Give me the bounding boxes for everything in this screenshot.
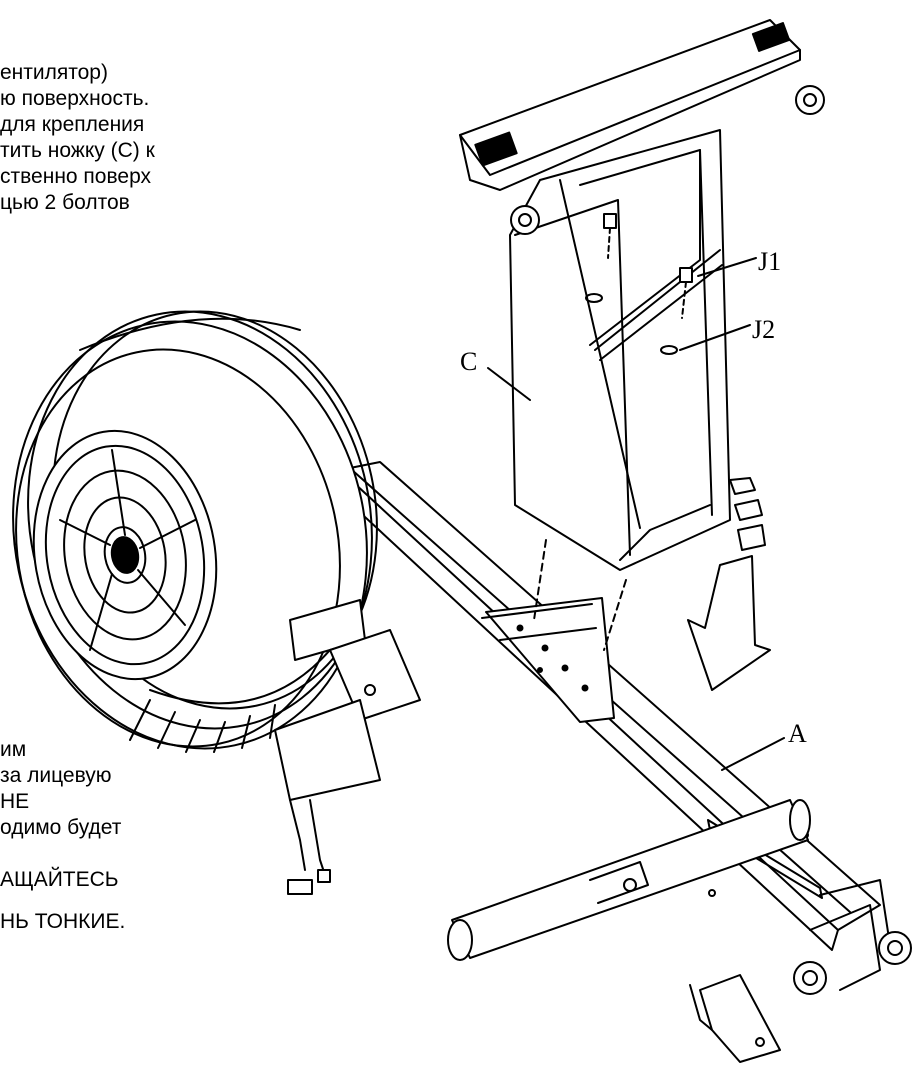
instruction-line: цью 2 болтов [0, 191, 130, 214]
callout-label-a: A [788, 719, 807, 748]
instruction-line: за лицевую [0, 764, 112, 787]
instruction-line: одимо будет [0, 816, 122, 839]
instruction-line: для крепления [0, 113, 145, 136]
instructions-top: ентилятор) ю поверхность. для крепления … [0, 60, 155, 216]
front-stabilizer [447, 799, 811, 961]
fan-housing [12, 310, 378, 753]
fan-bracket [274, 629, 421, 895]
callout-leader-a [721, 737, 785, 771]
main-rail [337, 461, 912, 1063]
instruction-line: НЕ [0, 790, 30, 813]
instruction-line: ентилятор) [0, 61, 108, 84]
instruction-line: ю поверхность. [0, 87, 150, 110]
instruction-line: АЩАЙТЕСЬ [0, 868, 119, 891]
instruction-line: НЬ ТОНКИЕ. [0, 910, 126, 933]
instructions-bottom: им за лицевую НЕ одимо будет АЩАЙТЕСЬ НЬ… [0, 737, 125, 935]
callout-leader-c [487, 367, 531, 401]
callout-leader-j2 [679, 324, 751, 351]
callout-label-c: C [460, 347, 477, 376]
direction-arrow [687, 477, 771, 691]
callout-label-j1: J1 [758, 247, 781, 276]
rear-leg [459, 19, 825, 651]
callout-label-j2: J2 [752, 315, 775, 344]
callout-leader-j1 [697, 257, 757, 277]
instruction-line: ственно поверх [0, 165, 152, 188]
instruction-line: им [0, 738, 27, 761]
instruction-line: тить ножку (С) к [0, 139, 155, 162]
